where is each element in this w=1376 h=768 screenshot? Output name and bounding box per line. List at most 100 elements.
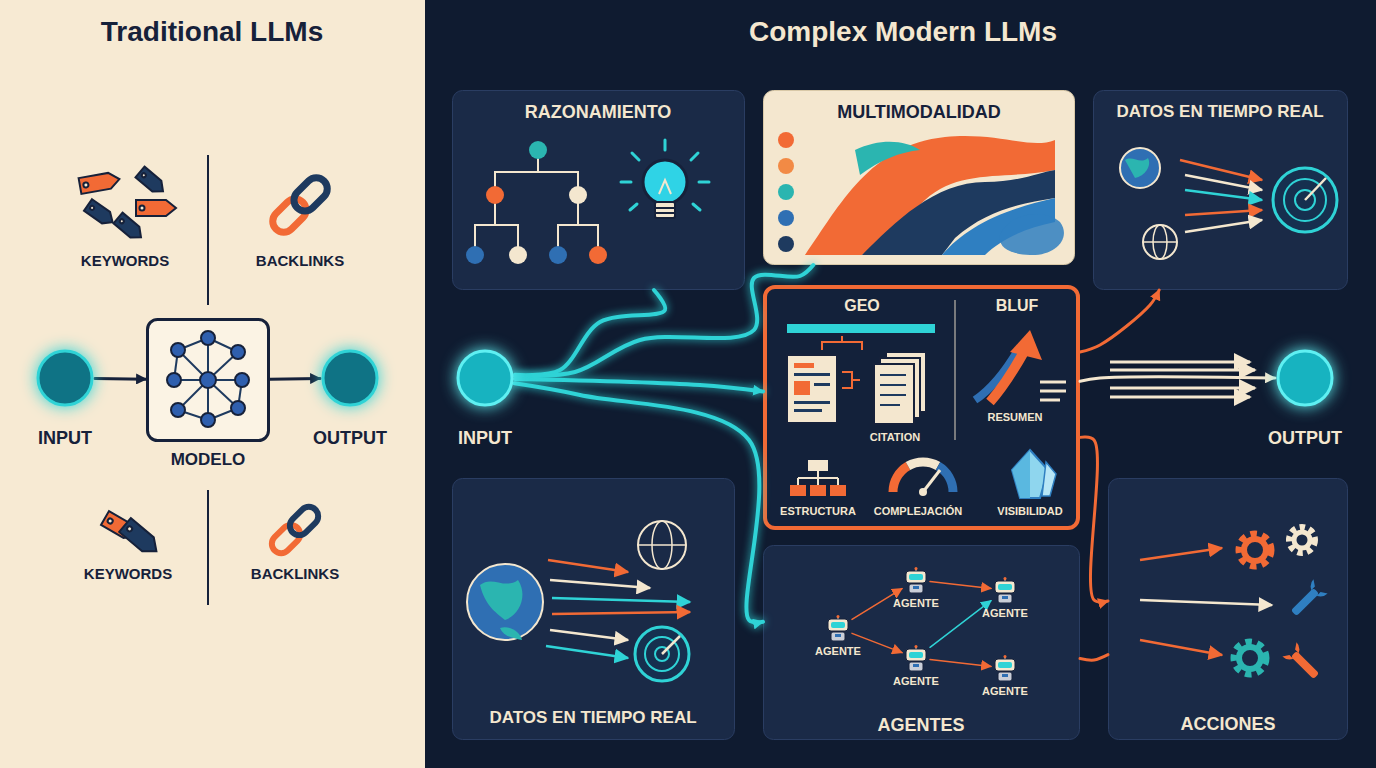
actions-tools-icon [1290, 528, 1314, 552]
lightbulb-icon [621, 140, 709, 210]
text-slot: INPUT [458, 428, 512, 449]
reasoning-tree-icon [569, 186, 587, 204]
neural-network-icon [167, 373, 181, 387]
circle-shape [323, 351, 377, 405]
text-label: AGENTE [982, 607, 1028, 620]
robot-icon [837, 615, 840, 618]
multimodal-waves-icon [778, 184, 794, 200]
realtime-data-icon [500, 627, 522, 640]
backlink-chain-icon [268, 503, 322, 557]
keyword-tags-icon [136, 167, 168, 197]
keyword-tags-icon [119, 518, 162, 558]
input-circle: INPUT [455, 348, 515, 408]
robot-icon [995, 659, 1015, 671]
geo-icons [810, 485, 826, 496]
reasoning-tree-icon [589, 246, 607, 264]
keyword-tags-icon [136, 200, 176, 216]
geo-icons [923, 470, 940, 492]
text-label: COMPLEJACIÓN [874, 505, 963, 518]
output-arrows [1110, 387, 1255, 390]
text-label: AGENTE [815, 645, 861, 658]
neural-network-icon [167, 331, 249, 427]
lightbulb-icon [621, 181, 631, 184]
divider-line [207, 155, 209, 305]
keyword-tags-icon [136, 200, 176, 216]
realtime-panel-shape [1094, 91, 1348, 290]
robot-icon [902, 645, 930, 671]
neural-network-icon [200, 372, 216, 388]
text-slot: OUTPUT [1268, 428, 1342, 449]
realtime-data-icon [638, 544, 686, 546]
actions-tools-icon [1291, 588, 1319, 616]
backlink-chain-icon [268, 194, 310, 236]
realtime-data-icon [548, 560, 628, 572]
text-slot: AGENTES [877, 715, 964, 736]
multimodal-waves-icon [778, 210, 794, 226]
output-circle: OUTPUT [320, 348, 380, 408]
connector [515, 290, 665, 375]
keyword-tags-icon [83, 182, 89, 188]
text-slot: AGENTE [815, 645, 861, 658]
geo-icons [880, 404, 900, 406]
realtime-data-icon [645, 637, 679, 671]
text-slot: KEYWORDS [84, 565, 172, 582]
geo-icons [794, 363, 814, 368]
circle-shape [320, 348, 380, 408]
realtime-data-icon [1120, 148, 1337, 259]
robot-icon [909, 662, 923, 671]
reasoning-tree-icon [475, 150, 598, 255]
realtime-data-icon [635, 627, 689, 681]
robot-icon [915, 567, 918, 570]
realtime-data-icon [480, 580, 522, 620]
text-slot: AGENTE [893, 675, 939, 688]
text-label: AGENTES [877, 715, 964, 736]
robot-icon [909, 574, 923, 580]
actions-tools-icon [1282, 642, 1323, 683]
robot-icon [995, 581, 1015, 593]
model-box-shape [148, 320, 269, 441]
geo-icons [787, 300, 1066, 498]
realtime-data-icon [467, 564, 543, 640]
geo-icons [794, 409, 822, 412]
lightbulb-icon [630, 204, 637, 210]
robot-icon [828, 619, 848, 631]
keyword-tags-icon [119, 518, 162, 558]
multimodal-panel: MULTIMODALIDAD [763, 90, 1075, 265]
text-slot: AGENTE [893, 597, 939, 610]
robot-icon [913, 586, 919, 589]
circle-shape [38, 351, 92, 405]
circle-shape [455, 348, 515, 408]
lightbulb-icon [691, 153, 698, 160]
robot-icon [991, 655, 1019, 681]
text-label: Complex Modern LLMs [749, 16, 1057, 48]
multimodal-waves-icon [1000, 214, 1064, 255]
circle-shape [1278, 351, 1332, 405]
keyword-tags-icon [79, 167, 176, 243]
output-arrows [1110, 369, 1255, 372]
multimodal-waves-icon [778, 132, 1064, 255]
geo-icons [880, 374, 906, 376]
keyword-tags-icon [114, 213, 146, 243]
connector [95, 377, 146, 381]
realtime-data-icon [1185, 175, 1262, 190]
multimodal-waves-icon [778, 132, 794, 148]
keyword-tags-icon [126, 525, 133, 532]
connector [930, 582, 991, 589]
text-slot: RESUMEN [987, 411, 1042, 424]
geo-icons [880, 375, 906, 405]
robot-icon [915, 645, 918, 648]
text-slot: OUTPUT [313, 428, 387, 449]
realtime-data-icon [546, 646, 628, 658]
geo-bluf-box: GEOCITATIONBLUFRESUMENESTRUCTURACOMPLEJA… [763, 285, 1080, 530]
lightbulb-icon [655, 202, 675, 218]
backlink-chain-icon [286, 503, 322, 539]
geo-icons [919, 488, 927, 496]
robot-icon [913, 664, 919, 667]
actions-tools-icon [1291, 651, 1319, 679]
geo-icons [787, 355, 837, 423]
right-panel-shape [425, 0, 1376, 768]
connector [515, 383, 763, 622]
connector [1080, 437, 1108, 602]
lightbulb-icon [699, 181, 709, 184]
keyword-tags-icon [136, 167, 168, 197]
